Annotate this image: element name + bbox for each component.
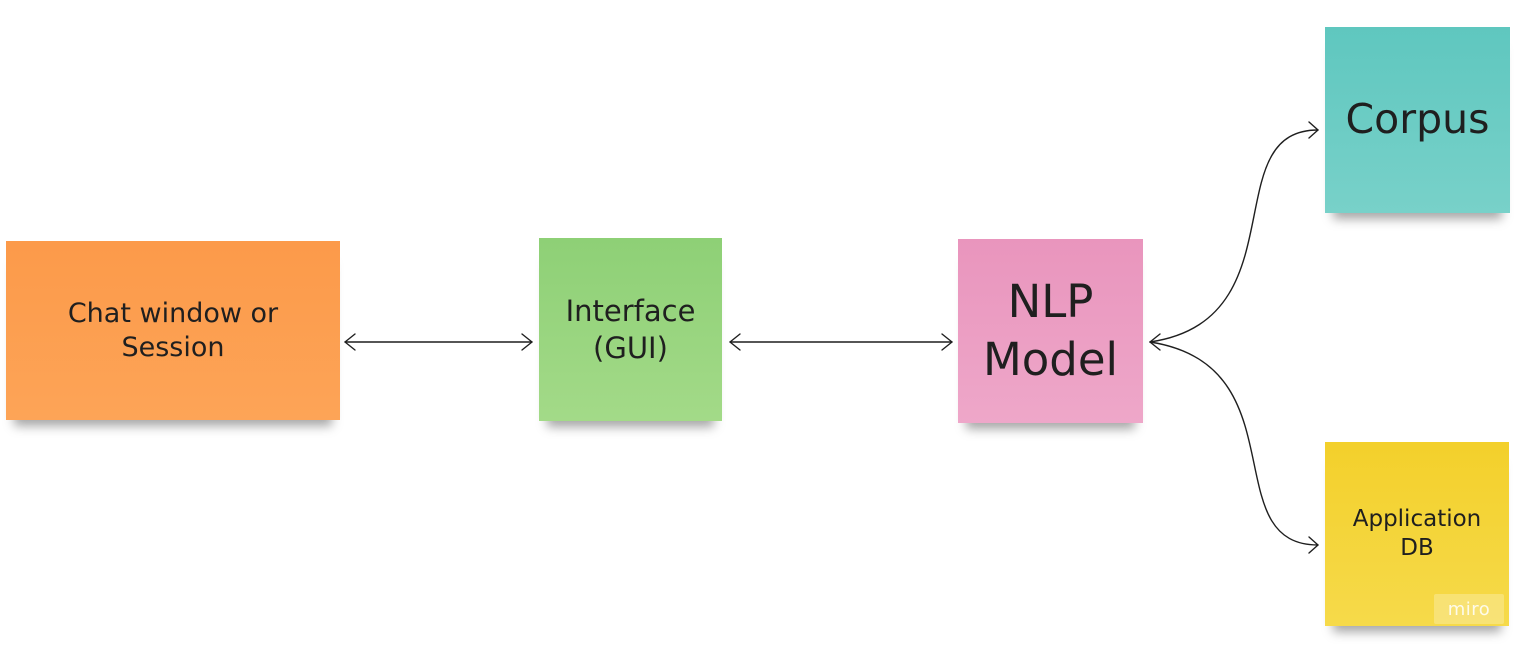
node-nlp-model-label: NLP Model xyxy=(982,275,1119,386)
node-chat-window-label: Chat window or Session xyxy=(67,297,279,363)
node-chat-window[interactable]: Chat window or Session xyxy=(6,241,340,420)
node-application-db-label: Application DB xyxy=(1352,506,1482,561)
miro-watermark: miro xyxy=(1434,594,1504,624)
node-application-db[interactable]: Application DB xyxy=(1325,442,1509,626)
node-corpus-label: Corpus xyxy=(1345,95,1490,144)
edge-nlp-appdb xyxy=(1149,341,1319,554)
node-interface-gui-label: Interface (GUI) xyxy=(565,294,696,365)
node-nlp-model[interactable]: NLP Model xyxy=(958,239,1143,423)
node-corpus[interactable]: Corpus xyxy=(1325,27,1510,213)
node-interface-gui[interactable]: Interface (GUI) xyxy=(539,238,722,421)
edge-chat-interface xyxy=(344,333,533,351)
edge-nlp-corpus xyxy=(1149,121,1319,351)
edge-interface-nlp xyxy=(729,333,953,351)
